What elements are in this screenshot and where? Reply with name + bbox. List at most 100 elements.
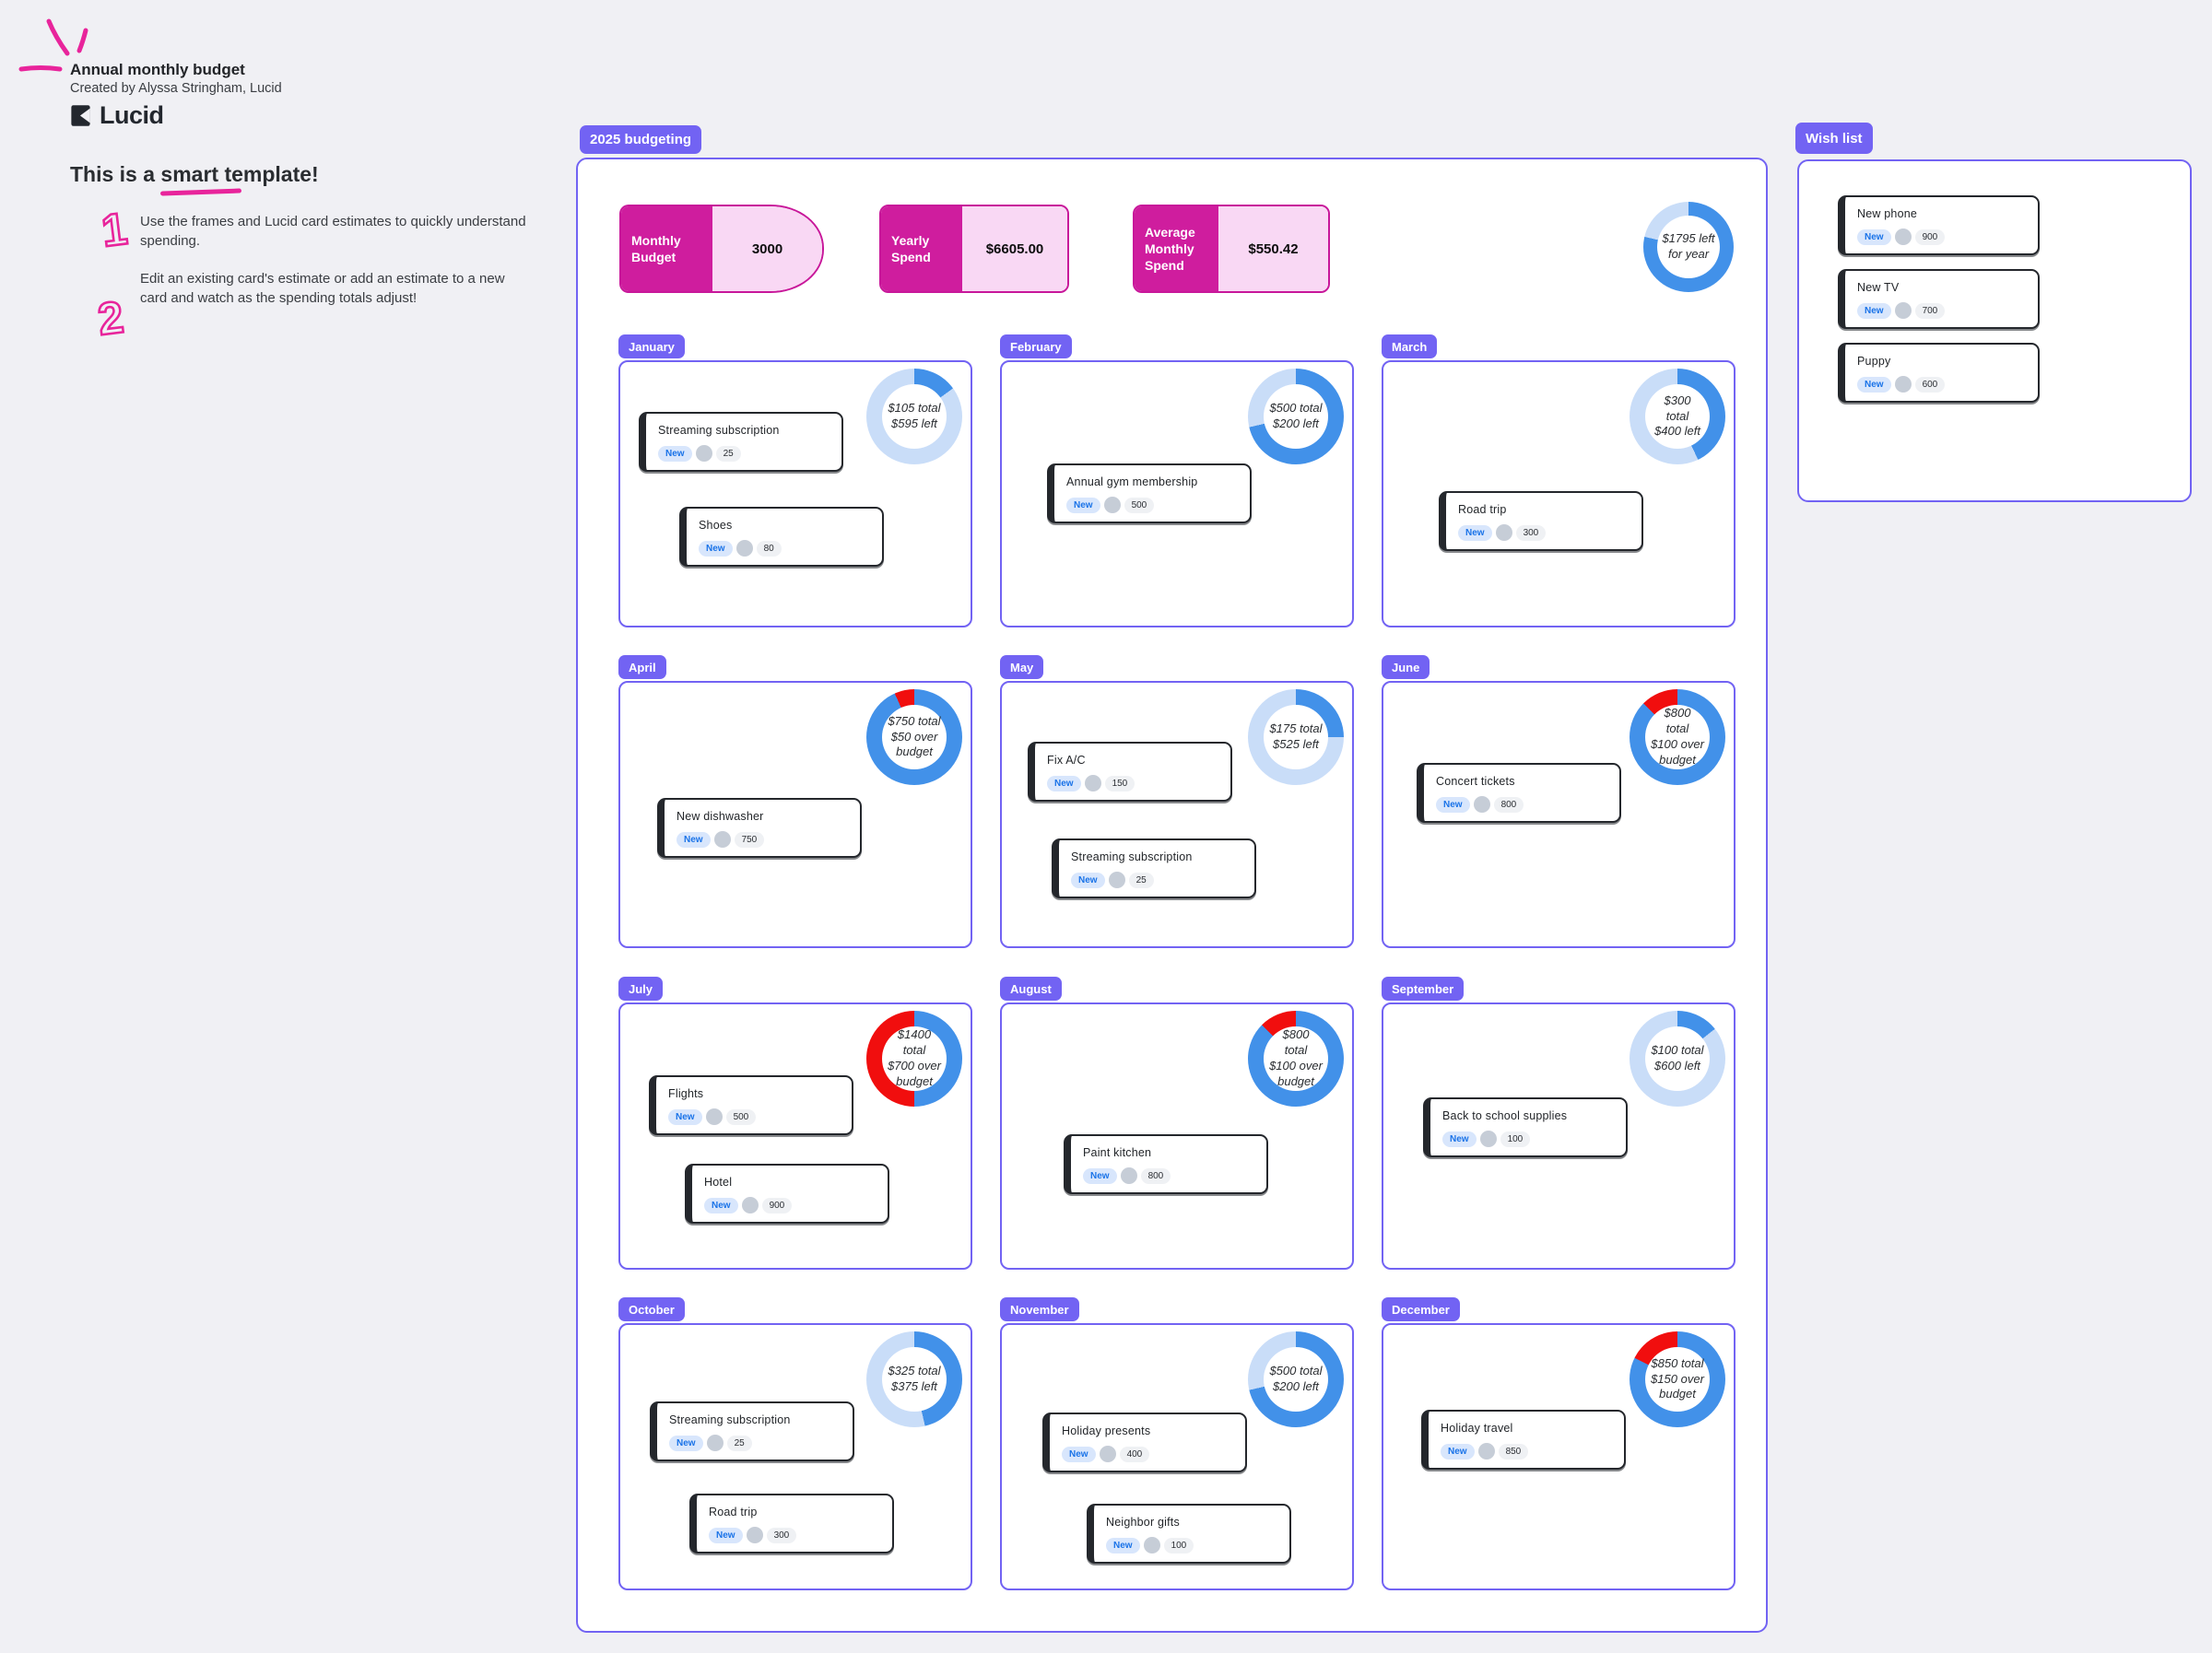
estimate-chip[interactable]: 750 — [734, 831, 765, 848]
estimate-chip[interactable]: 300 — [766, 1527, 797, 1543]
assignee-avatar[interactable] — [1120, 1167, 1137, 1184]
spend-donut-may[interactable]: $175 total $525 left — [1248, 689, 1344, 785]
assignee-avatar[interactable] — [1495, 524, 1512, 541]
frame-label-2025-budgeting[interactable]: 2025 budgeting — [580, 125, 702, 154]
assignee-avatar[interactable] — [1894, 229, 1912, 245]
estimate-chip[interactable]: 25 — [715, 445, 741, 462]
assignee-avatar[interactable] — [1473, 796, 1490, 813]
assignee-avatar[interactable] — [695, 445, 712, 462]
assignee-avatar[interactable] — [1143, 1537, 1160, 1553]
estimate-chip[interactable]: 25 — [1128, 872, 1154, 888]
yearly-spend-shape[interactable]: Yearly Spend $6605.00 — [879, 205, 1069, 293]
assignee-avatar[interactable] — [1103, 497, 1121, 513]
assignee-avatar[interactable] — [1477, 1443, 1495, 1460]
estimate-chip[interactable]: 400 — [1119, 1446, 1150, 1462]
assignee-avatar[interactable] — [705, 1108, 723, 1125]
spend-donut-october[interactable]: $325 total $375 left — [866, 1331, 962, 1427]
monthly-budget-shape[interactable]: Monthly Budget 3000 — [619, 205, 824, 293]
assignee-avatar[interactable] — [1084, 775, 1101, 791]
assignee-avatar[interactable] — [1479, 1131, 1497, 1147]
assignee-avatar[interactable] — [746, 1527, 763, 1543]
assignee-avatar[interactable] — [713, 831, 731, 848]
spend-donut-june[interactable]: $800 total $100 over budget — [1630, 689, 1725, 785]
spend-donut-february[interactable]: $500 total $200 left — [1248, 369, 1344, 464]
frame-label-august[interactable]: August — [1000, 977, 1062, 1001]
estimate-chip[interactable]: 850 — [1498, 1443, 1529, 1460]
assignee-avatar[interactable] — [706, 1435, 724, 1451]
estimate-chip[interactable]: 80 — [756, 540, 782, 557]
frame-label-september[interactable]: September — [1382, 977, 1465, 1001]
frame-label-november[interactable]: November — [1000, 1297, 1079, 1321]
estimate-chip[interactable]: 150 — [1104, 775, 1135, 791]
frame-label-may[interactable]: May — [1000, 655, 1044, 679]
estimate-chip[interactable]: 800 — [1140, 1167, 1171, 1184]
assignee-avatar[interactable] — [741, 1197, 759, 1213]
estimate-chip[interactable]: 100 — [1163, 1537, 1194, 1553]
spend-donut-september[interactable]: $100 total $600 left — [1630, 1011, 1725, 1107]
spend-donut-november[interactable]: $500 total $200 left — [1248, 1331, 1344, 1427]
assignee-avatar[interactable] — [1099, 1446, 1116, 1462]
frame-label-june[interactable]: June — [1382, 655, 1430, 679]
frame-label-december[interactable]: December — [1382, 1297, 1460, 1321]
spend-donut-march[interactable]: $300 total $400 left — [1630, 369, 1725, 464]
frame-label-wish-list[interactable]: Wish list — [1795, 123, 1873, 154]
estimate-chip[interactable]: 700 — [1914, 302, 1946, 319]
estimate-chip[interactable]: 500 — [725, 1108, 757, 1125]
frame-label-february[interactable]: February — [1000, 334, 1072, 358]
estimate-chip[interactable]: 900 — [1914, 229, 1946, 245]
estimate-chip[interactable]: 500 — [1124, 497, 1155, 513]
spend-donut-august[interactable]: $800 total $100 over budget — [1248, 1011, 1344, 1107]
spend-donut-july[interactable]: $1400 total $700 over budget — [866, 1011, 962, 1107]
frame-label-january[interactable]: January — [618, 334, 685, 358]
frame-label-july[interactable]: July — [618, 977, 664, 1001]
assignee-avatar[interactable] — [1108, 872, 1125, 888]
spend-donut-december[interactable]: $850 total $150 over budget — [1630, 1331, 1725, 1427]
assignee-avatar[interactable] — [735, 540, 753, 557]
average-monthly-spend-shape[interactable]: Average Monthly Spend $550.42 — [1133, 205, 1330, 293]
year-remaining-donut[interactable]: $1795 left for year — [1643, 202, 1734, 292]
assignee-avatar[interactable] — [1894, 302, 1912, 319]
spend-donut-january[interactable]: $105 total $595 left — [866, 369, 962, 464]
frame-label-october[interactable]: October — [618, 1297, 685, 1321]
estimate-chip[interactable]: 900 — [761, 1197, 793, 1213]
estimate-chip[interactable]: 600 — [1914, 376, 1946, 393]
estimate-chip[interactable]: 800 — [1493, 796, 1524, 813]
spend-donut-april[interactable]: $750 total $50 over budget — [866, 689, 962, 785]
estimate-chip[interactable]: 25 — [726, 1435, 752, 1451]
frame-label-april[interactable]: April — [618, 655, 666, 679]
assignee-avatar[interactable] — [1894, 376, 1912, 393]
estimate-chip[interactable]: 100 — [1500, 1131, 1531, 1147]
estimate-chip[interactable]: 300 — [1515, 524, 1547, 541]
